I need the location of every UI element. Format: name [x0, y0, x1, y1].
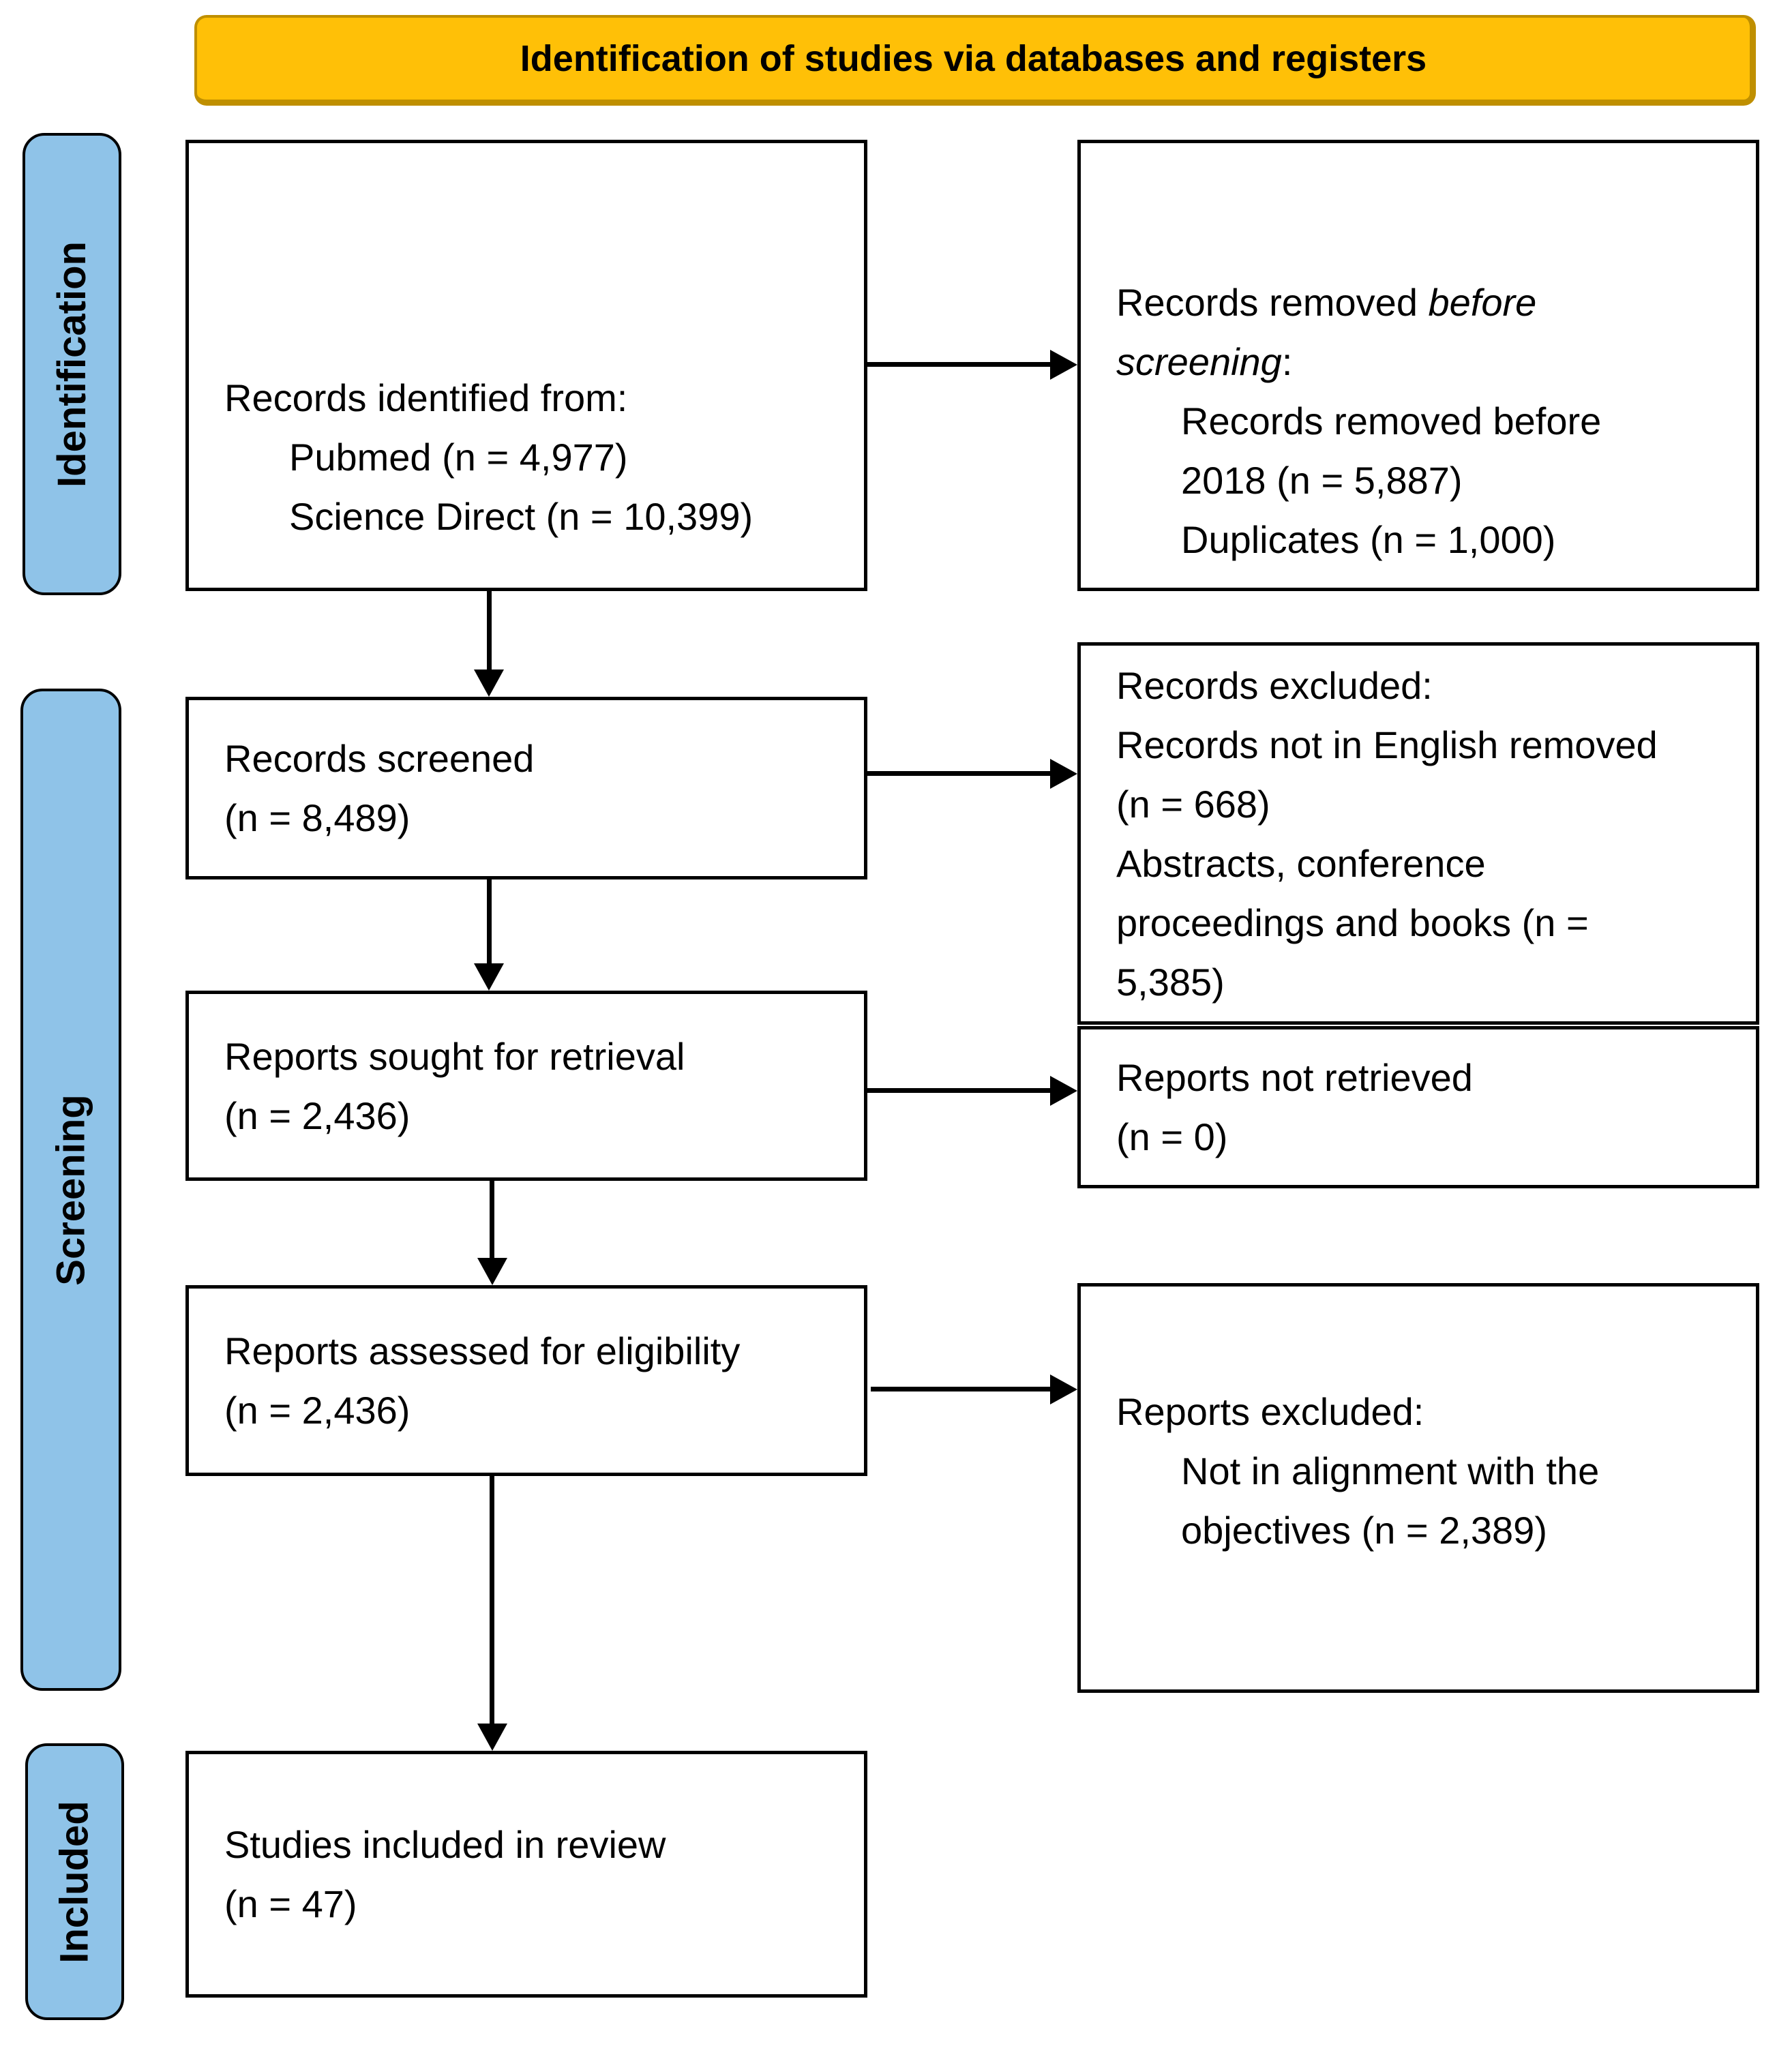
arrow-down-icon [474, 963, 504, 991]
box-line: Reports sought for retrieval [224, 1034, 685, 1078]
box-line-italic: before [1428, 281, 1537, 324]
box-line-italic: screening [1116, 340, 1282, 383]
stage-label-screening: Screening [20, 689, 121, 1691]
box-line: Reports not retrieved [1116, 1056, 1473, 1099]
box-line-text: Records removed [1116, 281, 1429, 324]
arrow-line [487, 879, 492, 965]
stage-label-text: Screening [48, 1094, 93, 1286]
box-line: Records excluded: [1116, 663, 1433, 707]
box-reports-sought: Reports sought for retrieval (n = 2,436) [185, 991, 867, 1181]
box-line: Reports assessed for eligibility [224, 1329, 741, 1372]
box-line: Not in alignment with the [1181, 1449, 1600, 1492]
box-line: (n = 47) [224, 1882, 357, 1925]
arrow-line [487, 591, 492, 672]
title-banner: Identification of studies via databases … [194, 15, 1756, 106]
arrow-line [871, 1387, 1051, 1391]
box-line: Studies included in review [224, 1823, 666, 1866]
arrow-line [490, 1181, 494, 1259]
box-records-excluded: Records excluded: Records not in English… [1077, 642, 1759, 1025]
arrow-right-icon [1050, 1076, 1077, 1106]
arrow-line [867, 362, 1051, 367]
box-line: (n = 2,436) [224, 1389, 410, 1432]
stage-label-text: Identification [50, 241, 95, 487]
box-line: Records screened [224, 737, 535, 780]
box-line: (n = 2,436) [224, 1094, 410, 1137]
box-reports-assessed: Reports assessed for eligibility (n = 2,… [185, 1285, 867, 1476]
box-line: Records removed before [1181, 400, 1602, 442]
box-line: Records not in English removed [1116, 723, 1658, 766]
box-reports-excluded: Reports excluded: Not in alignment with … [1077, 1283, 1759, 1693]
arrow-down-icon [477, 1258, 507, 1285]
box-line: (n = 8,489) [224, 796, 410, 839]
box-line: (n = 0) [1116, 1115, 1228, 1158]
box-line-text: : [1281, 340, 1293, 383]
arrow-line [867, 1088, 1051, 1093]
box-reports-not-retrieved: Reports not retrieved (n = 0) [1077, 1026, 1759, 1188]
stage-label-identification: Identification [23, 133, 121, 595]
box-studies-included: Studies included in review (n = 47) [185, 1751, 867, 1998]
box-line: objectives (n = 2,389) [1181, 1509, 1547, 1552]
box-records-removed-before-screening: Records removed before screening: Record… [1077, 140, 1759, 591]
arrow-right-icon [1050, 350, 1077, 380]
box-line: Records removed before [1116, 273, 1729, 332]
stage-label-text: Included [53, 1800, 97, 1964]
box-line: screening: [1116, 332, 1729, 391]
box-line: 5,385) [1116, 960, 1225, 1004]
box-line: Science Direct (n = 10,399) [289, 495, 753, 538]
box-line: Duplicates (n = 1,000) [1181, 518, 1556, 561]
box-line: 2018 (n = 5,887) [1181, 459, 1463, 502]
arrow-down-icon [474, 670, 504, 697]
arrow-line [867, 771, 1051, 776]
stage-label-included: Included [25, 1743, 124, 2020]
box-records-identified: Records identified from: Pubmed (n = 4,9… [185, 140, 867, 591]
box-line: (n = 668) [1116, 782, 1270, 826]
box-line: proceedings and books (n = [1116, 901, 1589, 944]
arrow-down-icon [477, 1724, 507, 1751]
box-line: Abstracts, conference [1116, 841, 1486, 885]
box-line: Records identified from: [224, 376, 628, 419]
arrow-line [490, 1476, 494, 1725]
diagram-title: Identification of studies via databases … [520, 38, 1427, 79]
arrow-right-icon [1050, 1374, 1077, 1404]
arrow-right-icon [1050, 759, 1077, 789]
box-line: Pubmed (n = 4,977) [289, 436, 628, 479]
box-records-screened: Records screened (n = 8,489) [185, 697, 867, 879]
box-line: Reports excluded: [1116, 1390, 1424, 1433]
